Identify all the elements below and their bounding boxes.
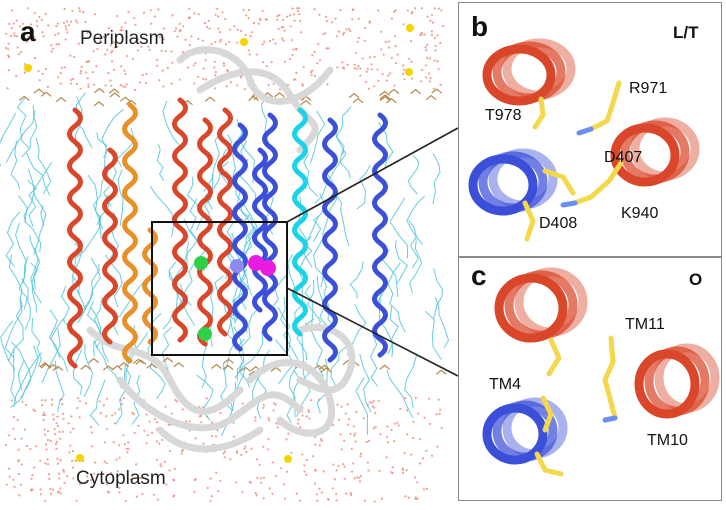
helix-tm10 bbox=[634, 343, 720, 419]
ion-magenta-0 bbox=[248, 255, 264, 271]
transmembrane-helices bbox=[67, 97, 388, 369]
coil-0 bbox=[176, 46, 334, 105]
panel-c-closeup bbox=[482, 267, 720, 477]
coil-2 bbox=[86, 326, 244, 415]
helix-right bbox=[610, 117, 700, 187]
sidechain-d407 bbox=[542, 168, 576, 196]
helix-4 bbox=[197, 117, 213, 347]
panel-c: c O TM11 TM4 TM10 bbox=[458, 257, 722, 501]
helix-tm11 bbox=[494, 267, 588, 343]
helix-10 bbox=[322, 117, 338, 363]
helix-9 bbox=[292, 107, 308, 337]
panel-a-letter: a bbox=[20, 16, 36, 47]
sidechain-k940 bbox=[572, 160, 624, 206]
panel-c-state: O bbox=[689, 270, 703, 289]
helix-upper-left bbox=[482, 38, 576, 106]
helix-3 bbox=[172, 97, 188, 343]
panel-b-closeup bbox=[468, 38, 700, 242]
residue-label-d407: D407 bbox=[604, 149, 643, 166]
ion-green-0 bbox=[194, 256, 208, 270]
membrane-protein-render bbox=[0, 7, 450, 503]
helix-12 bbox=[252, 147, 268, 313]
coil-3 bbox=[116, 376, 304, 432]
helix-1 bbox=[122, 102, 138, 364]
periplasm-label: Periplasm bbox=[80, 28, 165, 49]
water-molecules bbox=[4, 7, 445, 503]
panel-b: b L/T R971 T978 D407 D408 K940 bbox=[458, 2, 722, 257]
helix-label-tm10: TM10 bbox=[647, 432, 688, 449]
residue-label-t978: T978 bbox=[485, 107, 522, 124]
cytoplasm-label: Cytoplasm bbox=[76, 468, 166, 489]
panel-b-letter: b bbox=[471, 11, 489, 42]
ion-green-1 bbox=[198, 327, 212, 341]
panel-b-state: L/T bbox=[673, 23, 699, 42]
sidechain-tm4-b bbox=[534, 451, 564, 477]
ion-yellow-0 bbox=[24, 64, 32, 72]
helix-7 bbox=[232, 122, 248, 352]
sidechain-r971 bbox=[588, 80, 622, 132]
sidechain-t978 bbox=[532, 96, 546, 130]
lipid-bilayer bbox=[0, 87, 450, 437]
residue-label-k940: K940 bbox=[621, 205, 659, 222]
coil-6 bbox=[156, 426, 264, 453]
ion-yellow-2 bbox=[406, 24, 414, 32]
panel-c-letter: c bbox=[471, 260, 487, 291]
sidechain-tm4-a bbox=[540, 395, 554, 433]
helix-label-tm4: TM4 bbox=[489, 376, 521, 393]
residue-label-r971: R971 bbox=[629, 80, 668, 97]
ion-magenta-1 bbox=[260, 260, 276, 276]
helix-label-tm11: TM11 bbox=[625, 316, 665, 333]
sidechain-upper bbox=[546, 337, 562, 377]
helix-0 bbox=[67, 107, 83, 369]
helix-2 bbox=[102, 147, 118, 345]
ion-yellow-1 bbox=[240, 38, 248, 46]
ion-yellow-5 bbox=[284, 455, 292, 463]
ions bbox=[24, 24, 414, 463]
helix-lower-left bbox=[468, 148, 558, 216]
helix-8 bbox=[262, 112, 278, 342]
ion-yellow-3 bbox=[405, 68, 413, 76]
panel-a: a Periplasm Cytoplasm bbox=[0, 7, 450, 503]
ion-yellow-4 bbox=[76, 454, 84, 462]
ion-lavender bbox=[230, 259, 244, 273]
sidechain-d408 bbox=[522, 200, 536, 242]
sidechain-tm11 bbox=[602, 335, 618, 421]
residue-label-d408: D408 bbox=[539, 215, 578, 232]
helix-5 bbox=[142, 227, 158, 345]
coil-4 bbox=[246, 359, 336, 437]
